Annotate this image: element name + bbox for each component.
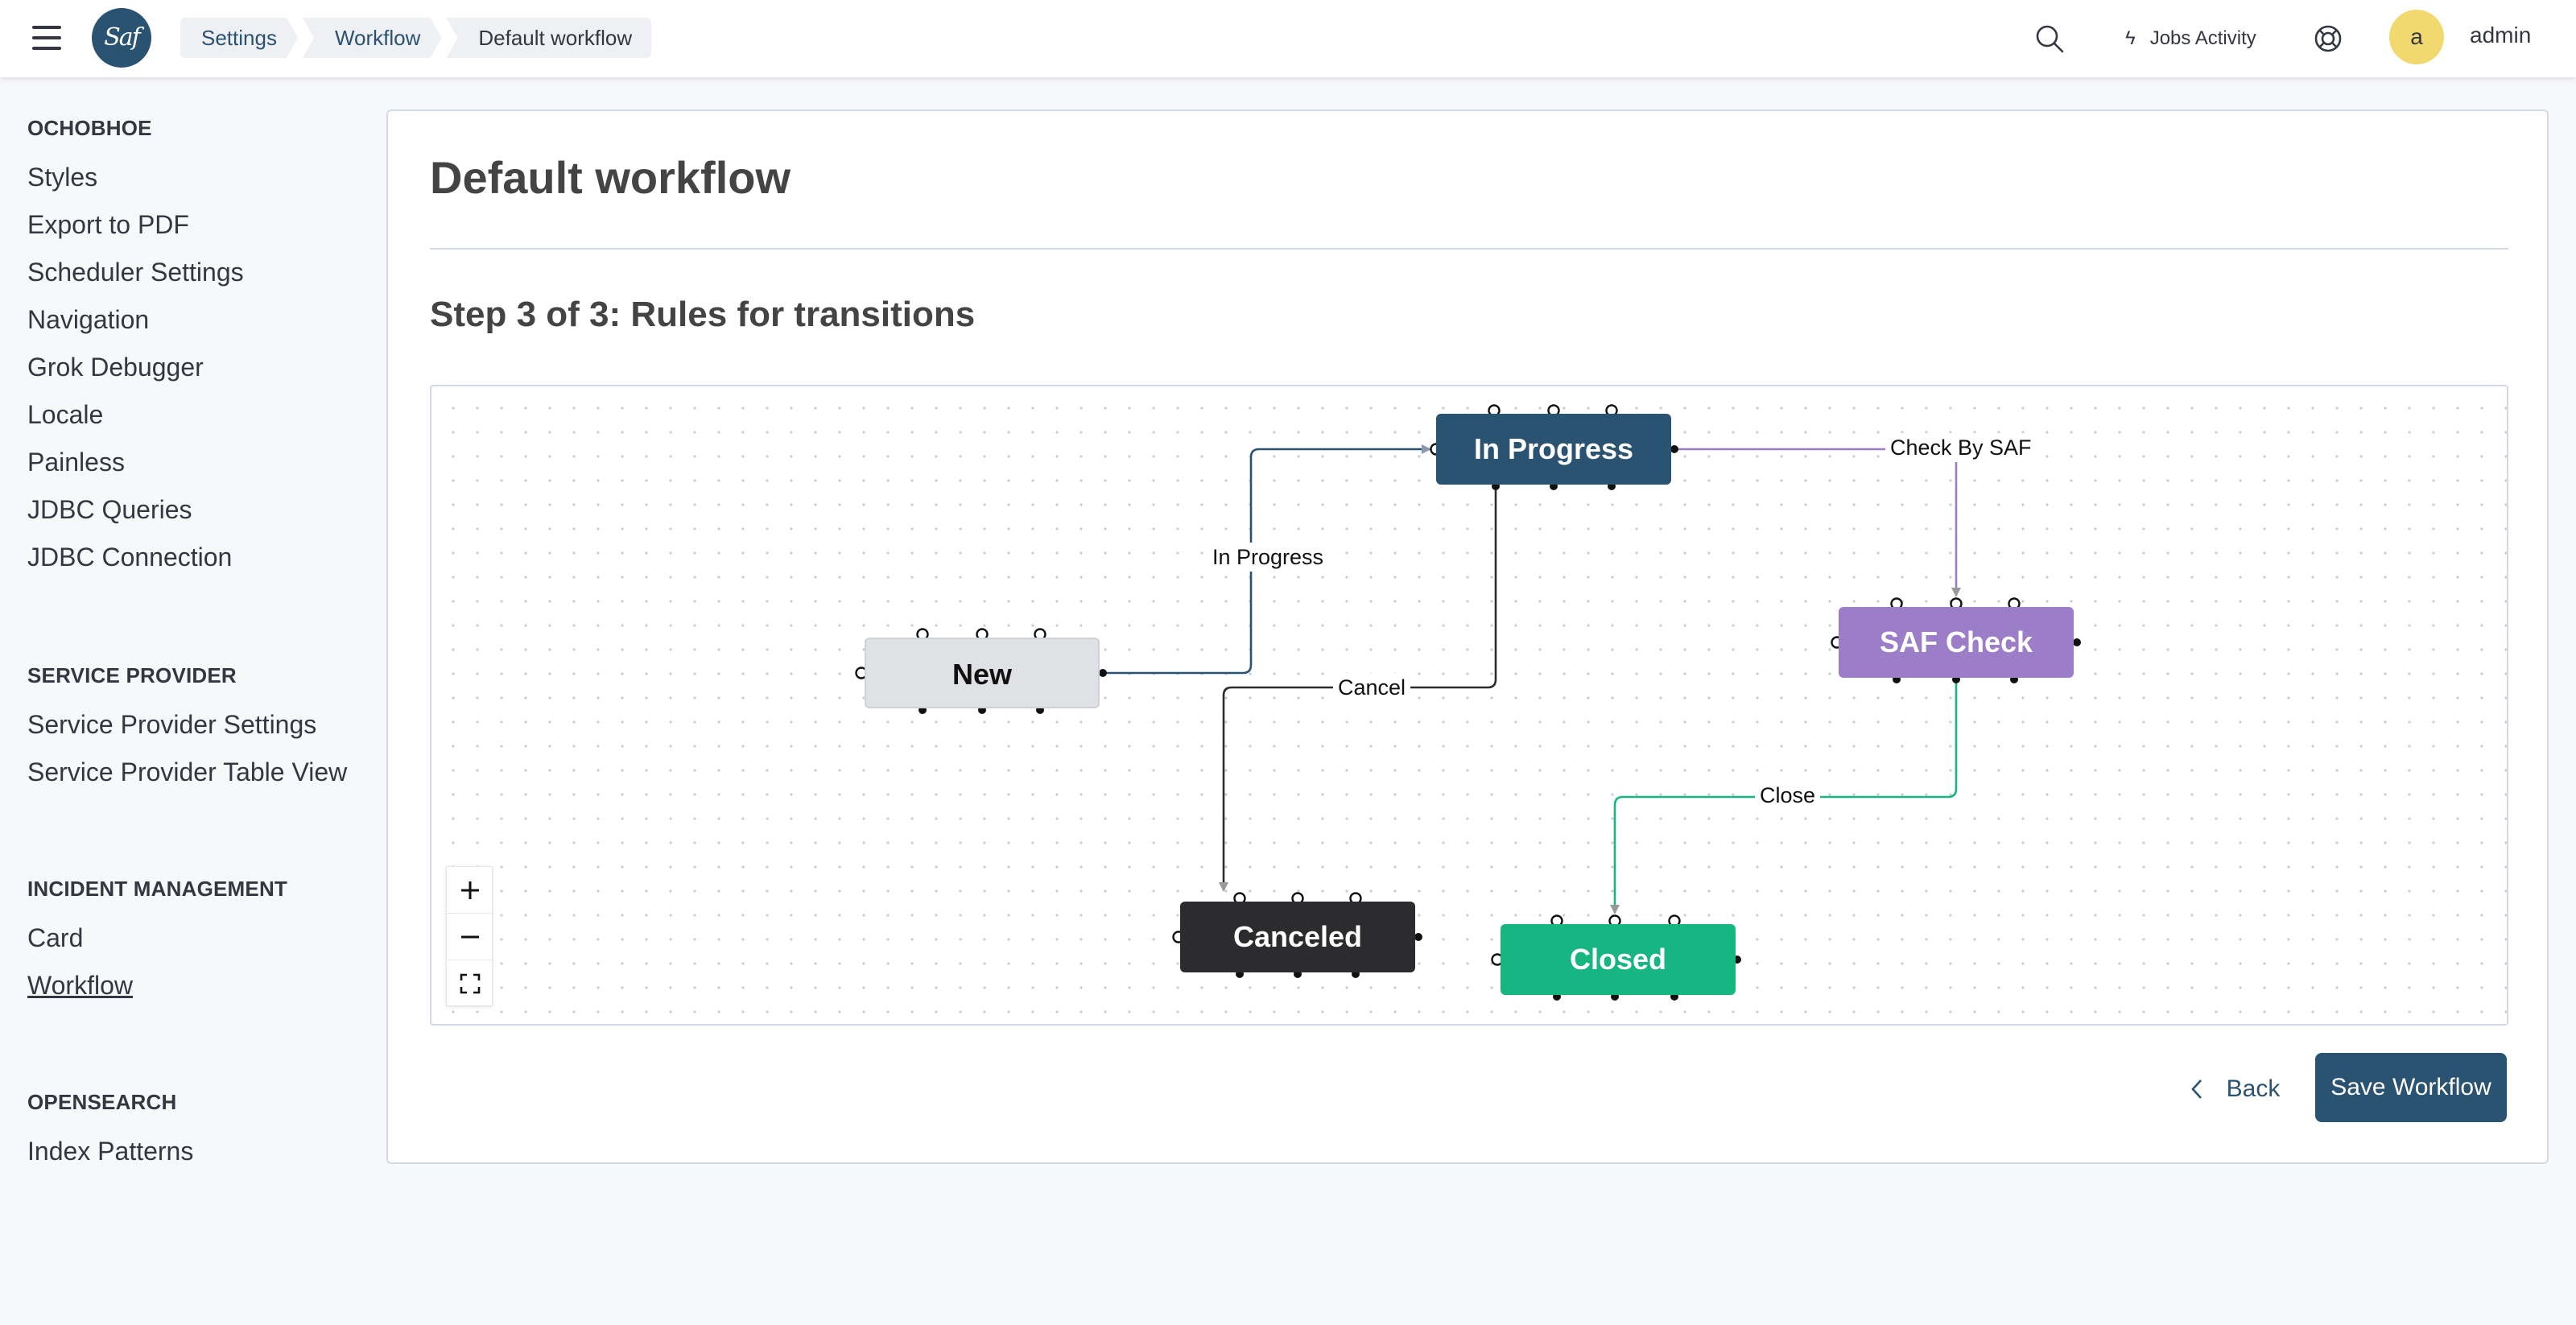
breadcrumb-workflow[interactable]: Workflow — [303, 18, 441, 58]
fullscreen-icon — [460, 973, 481, 994]
sidebar-item-index-patterns[interactable]: Index Patterns — [27, 1137, 194, 1166]
sidebar-item-navigation[interactable]: Navigation — [27, 305, 150, 334]
zoom-out-button[interactable] — [447, 914, 493, 960]
breadcrumb: Settings Workflow Default workflow — [180, 18, 656, 58]
edge-label-in-progress[interactable]: In Progress — [1208, 543, 1329, 572]
back-button-label: Back — [2226, 1075, 2281, 1102]
sidebar: ОСНОВНОЕ Styles Export to PDF Scheduler … — [0, 77, 378, 1325]
sidebar-item-painless[interactable]: Painless — [27, 448, 125, 477]
node-canceled[interactable]: Canceled — [1180, 902, 1415, 972]
search-icon[interactable] — [2032, 21, 2067, 56]
node-label-new: New — [952, 658, 1013, 691]
sidebar-item-jdbc-queries[interactable]: JDBC Queries — [27, 495, 192, 524]
edge-label-check-by-saf[interactable]: Check By SAF — [1885, 433, 2037, 462]
step-title: Step 3 of 3: Rules for transitions — [430, 295, 976, 334]
sidebar-group-title-service-provider: SERVICE PROVIDER — [27, 663, 237, 687]
edge-in-progress-to-saf-check — [1673, 448, 1961, 597]
lightning-icon: ϟ — [2125, 27, 2136, 49]
zoom-in-button[interactable] — [447, 867, 493, 914]
fit-view-button[interactable] — [447, 960, 493, 1007]
chevron-left-icon — [2190, 1079, 2202, 1099]
breadcrumb-default-workflow[interactable]: Default workflow — [446, 18, 652, 58]
sidebar-group-title-main: ОСНОВНОЕ — [27, 116, 152, 140]
save-workflow-button[interactable]: Save Workflow — [2315, 1053, 2507, 1122]
zoom-controls — [446, 866, 493, 1006]
edge-label-cancel[interactable]: Cancel — [1333, 673, 1411, 702]
node-handles-in-progress — [1430, 404, 1618, 456]
back-button[interactable]: Back — [2172, 1055, 2297, 1124]
divider — [430, 248, 2508, 250]
breadcrumb-settings[interactable]: Settings — [180, 18, 298, 58]
sidebar-item-service-provider-settings[interactable]: Service Provider Settings — [27, 710, 317, 739]
logo-text: Saf — [104, 23, 141, 52]
sidebar-item-scheduler-settings[interactable]: Scheduler Settings — [27, 258, 244, 287]
sidebar-item-export-to-pdf[interactable]: Export to PDF — [27, 210, 189, 239]
sidebar-item-styles[interactable]: Styles — [27, 163, 98, 192]
workflow-canvas[interactable]: In Progress Cancel Check By SAF Close Ne… — [430, 385, 2508, 1026]
plus-icon — [461, 881, 479, 899]
sidebar-item-card[interactable]: Card — [27, 923, 84, 952]
sidebar-item-workflow[interactable]: Workflow — [27, 971, 133, 1000]
sidebar-group-title-opensearch: OPENSEARCH — [27, 1090, 177, 1114]
hamburger-icon[interactable] — [29, 24, 64, 53]
page-title: Default workflow — [430, 152, 791, 203]
node-saf-check[interactable]: SAF Check — [1839, 607, 2074, 678]
lifebuoy-icon[interactable] — [2310, 21, 2346, 56]
minus-icon — [461, 935, 479, 938]
node-label-in-progress: In Progress — [1473, 432, 1634, 465]
sidebar-item-grok-debugger[interactable]: Grok Debugger — [27, 353, 204, 382]
sidebar-group-title-incident-management: INCIDENT MANAGEMENT — [27, 877, 288, 901]
sidebar-item-service-provider-table-view[interactable]: Service Provider Table View — [27, 757, 348, 786]
node-new[interactable]: New — [865, 638, 1100, 708]
node-label-saf-check: SAF Check — [1879, 625, 2033, 658]
jobs-activity-link[interactable]: ϟ Jobs Activity — [2125, 21, 2256, 56]
avatar[interactable]: a — [2389, 10, 2444, 64]
workflow-panel: Default workflow Step 3 of 3: Rules for … — [386, 109, 2549, 1164]
username[interactable]: admin — [2470, 23, 2532, 47]
logo[interactable]: Saf — [92, 8, 151, 68]
sidebar-item-locale[interactable]: Locale — [27, 400, 104, 429]
jobs-activity-label: Jobs Activity — [2149, 27, 2256, 49]
node-label-canceled: Canceled — [1232, 920, 1363, 953]
node-in-progress[interactable]: In Progress — [1436, 414, 1671, 485]
node-closed[interactable]: Closed — [1501, 924, 1736, 995]
top-bar: Saf Settings Workflow Default workflow ϟ… — [0, 0, 2576, 77]
node-label-closed: Closed — [1569, 943, 1667, 976]
save-workflow-label: Save Workflow — [2330, 1074, 2491, 1100]
edge-label-close[interactable]: Close — [1755, 781, 1821, 810]
sidebar-item-jdbc-connection[interactable]: JDBC Connection — [27, 543, 233, 572]
